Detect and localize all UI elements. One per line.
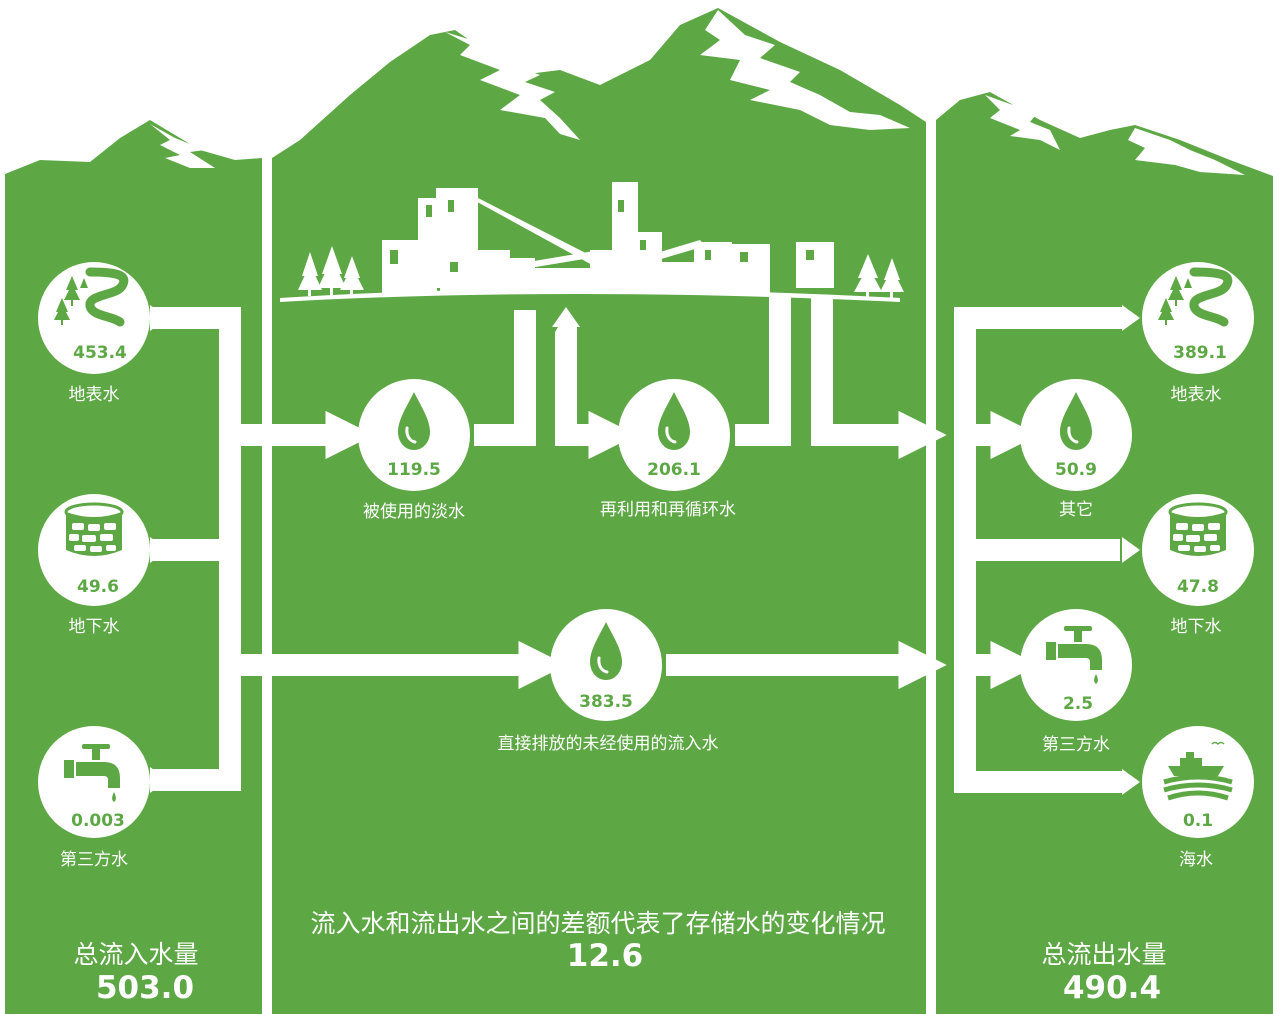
storage-change-value: 12.6 <box>566 938 644 974</box>
outflow-groundwater-label: 地下水 <box>1170 617 1222 637</box>
inflow-surface-water-value: 453.4 <box>73 343 127 363</box>
outflow-total-value: 490.4 <box>1062 970 1162 1006</box>
inflow-third-party-circle <box>38 726 150 838</box>
mountain-snow <box>150 10 1245 175</box>
outflow-seawater-circle <box>1142 726 1254 838</box>
outflow-third-party-value: 2.5 <box>1062 694 1094 714</box>
inflow-third-party-label: 第三方水 <box>60 850 128 870</box>
direct-discharge-label: 直接排放的未经使用的流入水 <box>497 734 719 754</box>
inflow-groundwater-value: 49.6 <box>77 577 119 597</box>
reused-recycled-value: 206.1 <box>647 460 701 480</box>
storage-change-caption: 流入水和流出水之间的差额代表了存储水的变化情况 <box>310 909 886 938</box>
reused-recycled-label: 再利用和再循环水 <box>600 500 736 520</box>
outflow-surface-water-value: 389.1 <box>1173 343 1227 363</box>
outflow-third-party-circle <box>1020 609 1132 721</box>
direct-discharge-value: 383.5 <box>579 692 633 712</box>
outflow-groundwater-value: 47.8 <box>1177 577 1219 597</box>
inflow-surface-water-label: 地表水 <box>68 385 120 405</box>
inflow-total-value: 503.0 <box>95 970 195 1006</box>
outflow-surface-water-label: 地表水 <box>1170 385 1222 405</box>
outflow-total-label: 总流出水量 <box>1041 940 1167 969</box>
outflow-third-party-label: 第三方水 <box>1042 735 1110 755</box>
inflow-total-label: 总流入水量 <box>73 940 199 969</box>
outflow-other-value: 50.9 <box>1055 460 1097 480</box>
freshwater-used-label: 被使用的淡水 <box>363 502 465 522</box>
factory-icon <box>280 182 904 302</box>
outflow-other-label: 其它 <box>1059 500 1093 520</box>
outflow-seawater-value: 0.1 <box>1182 811 1214 831</box>
inflow-groundwater-label: 地下水 <box>68 617 120 637</box>
outflow-seawater-label: 海水 <box>1179 850 1213 870</box>
freshwater-used-value: 119.5 <box>387 460 441 480</box>
inflow-third-party-value: 0.003 <box>71 811 125 831</box>
